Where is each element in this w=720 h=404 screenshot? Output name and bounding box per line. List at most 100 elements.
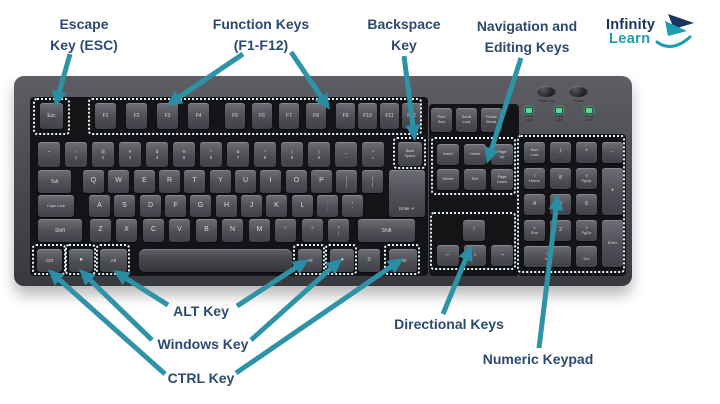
key-lbracket: { [ — [336, 170, 357, 193]
key-lwin: ● — [69, 249, 93, 272]
key-1: ! 1 — [65, 142, 87, 167]
label-backspace-line1: Backspace — [367, 16, 441, 32]
key-home: Home — [464, 144, 486, 165]
key-tab: Tab — [38, 170, 71, 193]
key-y: Y — [210, 170, 231, 193]
key-rshift: Shift — [358, 219, 415, 242]
dotted-outline-left-win — [65, 244, 96, 275]
key-rbracket: } ] — [362, 170, 383, 193]
key-c: C — [143, 219, 164, 242]
key-v: V — [169, 219, 190, 242]
key-o: O — [286, 170, 307, 193]
key-pgdn: Page Down — [491, 169, 513, 190]
dotted-outline-backspace-key — [393, 137, 426, 169]
dotted-outline-numeric-keypad — [517, 135, 625, 273]
label-directional-keys: Directional Keys — [394, 316, 504, 332]
infinity-learn-logo: Infinity Learn — [606, 14, 716, 62]
dotted-outline-right-ctrl — [384, 244, 420, 275]
key-prtsc: Print Scrn — [431, 108, 452, 132]
key-enter: Enter ↵ — [389, 170, 425, 217]
key-np-divide: / — [550, 142, 571, 163]
key-h: H — [216, 195, 237, 217]
key-period: > . — [302, 219, 323, 242]
key-np7: 7 Home — [524, 168, 545, 189]
key-4: $ 4 — [146, 142, 168, 167]
key-nkey: N — [222, 219, 243, 242]
key-f11: F11 — [380, 103, 399, 129]
key-w: W — [108, 170, 129, 193]
key-d: D — [140, 195, 161, 217]
key-lalt: Alt — [100, 249, 127, 272]
key-np-minus: - — [602, 142, 623, 163]
key-np3: 3 PgDn — [576, 220, 597, 241]
key-f6: F6 — [252, 103, 272, 129]
key-grave: ~ ` — [38, 142, 60, 167]
key-x: X — [116, 219, 137, 242]
key-f7: F7 — [279, 103, 299, 129]
dotted-outline-directional-keys — [430, 212, 516, 270]
key-f: F — [165, 195, 186, 217]
key-l: L — [292, 195, 313, 217]
key-f9: F9 — [336, 103, 355, 129]
key-semicolon: : ; — [317, 195, 338, 217]
label-navigation-keys: Navigation and Editing Keys — [477, 16, 577, 58]
dotted-outline-escape-key — [33, 98, 70, 135]
key-e: E — [134, 170, 155, 193]
key-numlock: Num Lock — [524, 142, 545, 163]
key-7: & 7 — [227, 142, 249, 167]
key-arrow-right: → — [491, 245, 513, 266]
dotted-outline-left-alt — [96, 244, 130, 275]
key-f10: F10 — [358, 103, 377, 129]
caps-lock-led — [555, 107, 563, 114]
key-scrlk: Scroll Lock — [456, 108, 477, 132]
key-minus: _ - — [335, 142, 357, 167]
key-np-multiply: * — [576, 142, 597, 163]
key-f5: F5 — [225, 103, 245, 129]
key-5: % 5 — [173, 142, 195, 167]
key-esc: Esc — [40, 103, 63, 129]
label-alt-key: ALT Key — [173, 303, 229, 319]
key-u: U — [235, 170, 256, 193]
dotted-outline-navigation-keys — [431, 137, 516, 195]
key-q: Q — [83, 170, 104, 193]
key-lshift: Shift — [38, 219, 82, 242]
dotted-outline-right-win — [325, 244, 357, 275]
label-escape-line1: Escape — [59, 16, 109, 32]
label-escape-line2: Key (ESC) — [50, 37, 118, 53]
key-i: I — [260, 170, 281, 193]
label-backspace-line2: Key — [391, 37, 417, 53]
num-lock-led — [525, 107, 533, 114]
label-ctrl-key: CTRL Key — [167, 370, 235, 386]
key-end: End — [464, 169, 486, 190]
key-9: ( 9 — [281, 142, 303, 167]
key-0: ) 0 — [308, 142, 330, 167]
power-button-label: Power — [574, 99, 584, 103]
wake-button-label: Wake Up — [539, 99, 555, 103]
key-f1: F1 — [95, 103, 116, 129]
key-8: * 8 — [254, 142, 276, 167]
key-backspace: Back Space — [398, 142, 422, 166]
label-numeric-keypad: Numeric Keypad — [482, 351, 594, 367]
key-z: Z — [90, 219, 111, 242]
key-s: S — [114, 195, 135, 217]
key-r: R — [159, 170, 180, 193]
key-6: ^ 6 — [200, 142, 222, 167]
label-function-line2: (F1-F12) — [233, 37, 289, 53]
key-k: K — [266, 195, 287, 217]
label-function-line1: Function Keys — [212, 16, 310, 32]
key-capslock: Caps Lock — [38, 195, 74, 217]
label-navigation-line1: Navigation and — [476, 18, 578, 34]
logo-text-learn: Learn — [609, 31, 651, 47]
scroll-lock-led-label: Scroll Lock — [584, 114, 594, 123]
key-f4: F4 — [188, 103, 209, 129]
wake-button — [537, 86, 556, 97]
key-np6: 6 — [576, 194, 597, 215]
key-m: M — [249, 219, 270, 242]
scroll-lock-led — [585, 107, 593, 114]
label-escape-key: Escape Key (ESC) — [50, 14, 118, 56]
key-a: A — [89, 195, 110, 217]
key-2: @ 2 — [92, 142, 114, 167]
caps-lock-led-label: Caps Lock — [554, 114, 564, 123]
